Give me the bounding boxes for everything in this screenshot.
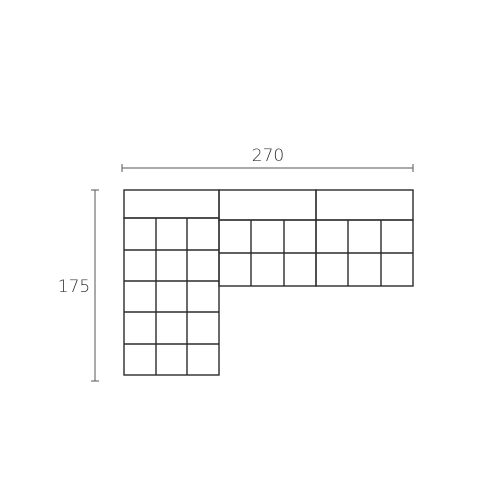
depth-label: 175 — [58, 277, 90, 297]
chaise-module — [123, 189, 220, 376]
straight-module-2 — [315, 189, 414, 287]
width-label: 270 — [252, 146, 284, 166]
width-dimension: 270 — [121, 146, 414, 172]
depth-dimension: 175 — [58, 189, 99, 382]
sofa-outline — [123, 189, 414, 376]
chaise-seat-area — [123, 217, 220, 376]
chaise-backrest — [123, 189, 220, 219]
straight-module-1 — [218, 189, 317, 287]
module-1-backrest — [218, 189, 317, 221]
module-2-backrest — [315, 189, 414, 221]
